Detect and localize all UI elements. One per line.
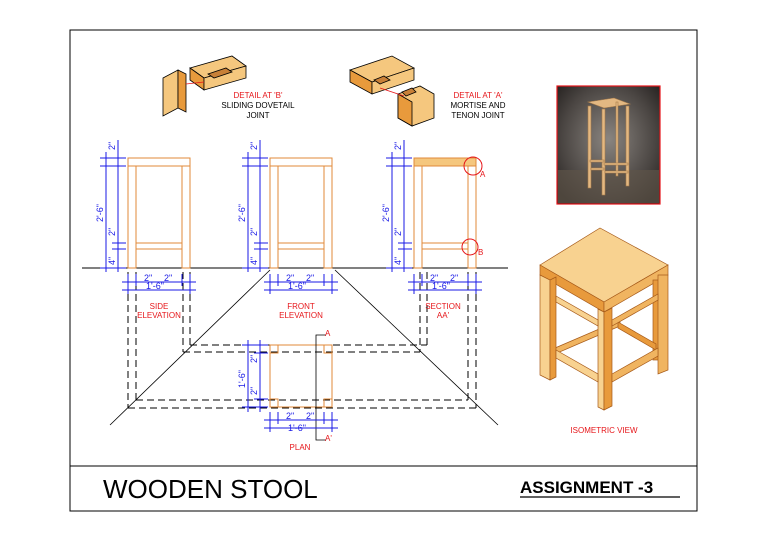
front-elevation [269, 157, 333, 269]
detail-a-line1: MORTISE AND [451, 101, 506, 110]
drawing-title: WOODEN STOOL [103, 474, 318, 504]
detail-a-line2: TENON JOINT [451, 111, 504, 120]
detail-b-heading: DETAIL AT 'B' [234, 91, 283, 100]
front-leg-left: 2" [286, 273, 294, 283]
section-rail-gap: 4" [393, 257, 403, 265]
assignment-label: ASSIGNMENT -3 [520, 478, 653, 497]
marker-b: B [478, 248, 483, 257]
front-overall-width: 1'-6" [288, 281, 306, 291]
section-label-2: AA' [437, 311, 450, 320]
plan-leg-right: 2" [306, 411, 314, 421]
front-elevation-label-1: FRONT [287, 302, 315, 311]
side-leg-right: 2" [164, 273, 172, 283]
section-overall-height: 2'-6" [381, 204, 391, 222]
sheet-border [69, 29, 698, 512]
side-elevation-label-1: SIDE [150, 302, 169, 311]
dimension-lines [100, 140, 482, 432]
plan-label: PLAN [290, 443, 311, 452]
section-line [315, 334, 326, 441]
marker-a: A [480, 170, 486, 179]
section-leg-right: 2" [450, 273, 458, 283]
stool-photo [556, 85, 661, 205]
detail-a-heading: DETAIL AT 'A' [454, 91, 503, 100]
section-overall-width: 1'-6" [432, 281, 450, 291]
front-leg-right: 2" [306, 273, 314, 283]
front-rail-gap: 4" [249, 257, 259, 265]
section-marker-a-prime: A' [325, 434, 332, 443]
side-rail-gap: 4" [107, 257, 117, 265]
side-leg-left: 2" [144, 273, 152, 283]
isometric-stool [539, 227, 669, 411]
side-overall-height: 2'-6" [95, 204, 105, 222]
plan-leg-top: 2" [249, 355, 259, 363]
side-overall-width: 1'-6" [146, 281, 164, 291]
front-overall-height: 2'-6" [237, 204, 247, 222]
detail-b-line1: SLIDING DOVETAIL [221, 101, 295, 110]
isometric-label: ISOMETRIC VIEW [570, 426, 638, 435]
side-top-thickness: 2" [107, 142, 117, 150]
side-rail-height: 2" [107, 228, 117, 236]
section-leg-left: 2" [430, 273, 438, 283]
plan-view [269, 344, 333, 408]
section-top-thickness: 2" [393, 142, 403, 150]
detail-b-line2: JOINT [246, 111, 269, 120]
section-aa [413, 156, 483, 269]
hidden-projection-lines [127, 272, 477, 409]
section-rail-height: 2" [393, 228, 403, 236]
section-marker-a: A [325, 329, 331, 338]
detail-b-joint-illustration [162, 55, 247, 117]
plan-overall-width: 1'-6" [288, 423, 306, 433]
side-elevation [127, 157, 191, 269]
front-rail-height: 2" [249, 228, 259, 236]
front-top-thickness: 2" [249, 142, 259, 150]
plan-leg-bottom: 2" [249, 387, 259, 395]
plan-depth: 1'-6" [237, 370, 247, 388]
plan-leg-left: 2" [286, 411, 294, 421]
projection-lines [109, 269, 499, 426]
section-label-1: SECTION [425, 302, 461, 311]
detail-a-joint-illustration [349, 55, 435, 127]
side-elevation-label-2: ELEVATION [137, 311, 181, 320]
front-elevation-label-2: ELEVATION [279, 311, 323, 320]
